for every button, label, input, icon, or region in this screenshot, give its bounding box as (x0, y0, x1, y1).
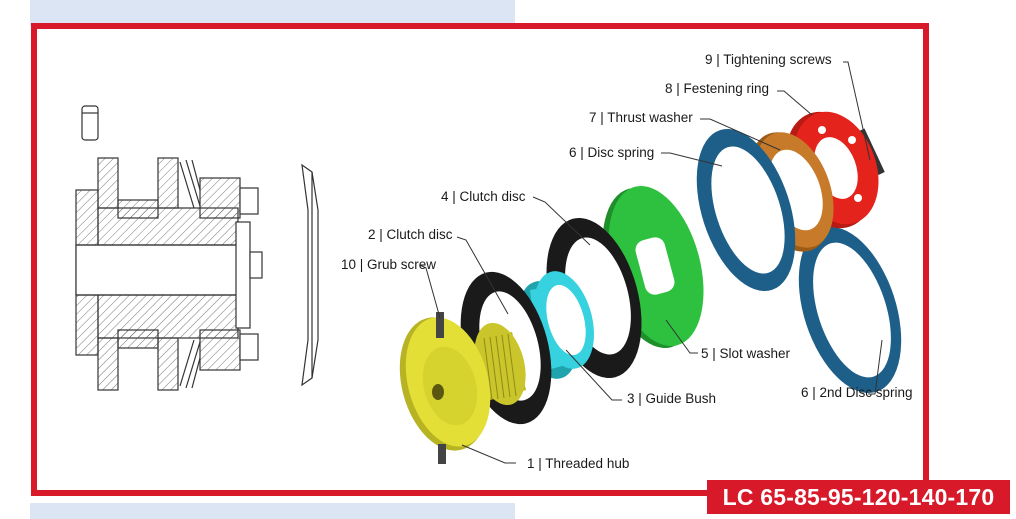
label-guide-bush: 3 | Guide Bush (627, 391, 717, 406)
background-panel-top (30, 0, 515, 26)
label-grub-screw: 10 | Grub screw (341, 257, 437, 272)
disc-spring-part (696, 128, 796, 292)
label-clutch-disc-4: 4 | Clutch disc (441, 189, 526, 204)
model-range-badge: LC 65-85-95-120-140-170 (707, 480, 1010, 514)
label-disc-spring: 6 | Disc spring (569, 145, 655, 160)
background-panel-bottom (30, 503, 515, 519)
label-tightening-screws: 9 | Tightening screws (705, 52, 832, 67)
label-fastening-ring: 8 | Festening ring (665, 81, 770, 96)
leader-lines (419, 61, 883, 464)
threaded-hub-part (399, 317, 526, 451)
cross-section-drawing (75, 105, 319, 391)
label-threaded-hub: 1 | Threaded hub (527, 456, 630, 471)
label-thrust-washer: 7 | Thrust washer (589, 110, 693, 125)
label-second-disc-spring: 6 | 2nd Disc spring (801, 385, 913, 400)
label-clutch-disc-2: 2 | Clutch disc (368, 227, 453, 242)
second-disc-spring-part (798, 226, 902, 394)
grub-screws-part (436, 312, 446, 464)
label-slot-washer: 5 | Slot washer (701, 346, 791, 361)
